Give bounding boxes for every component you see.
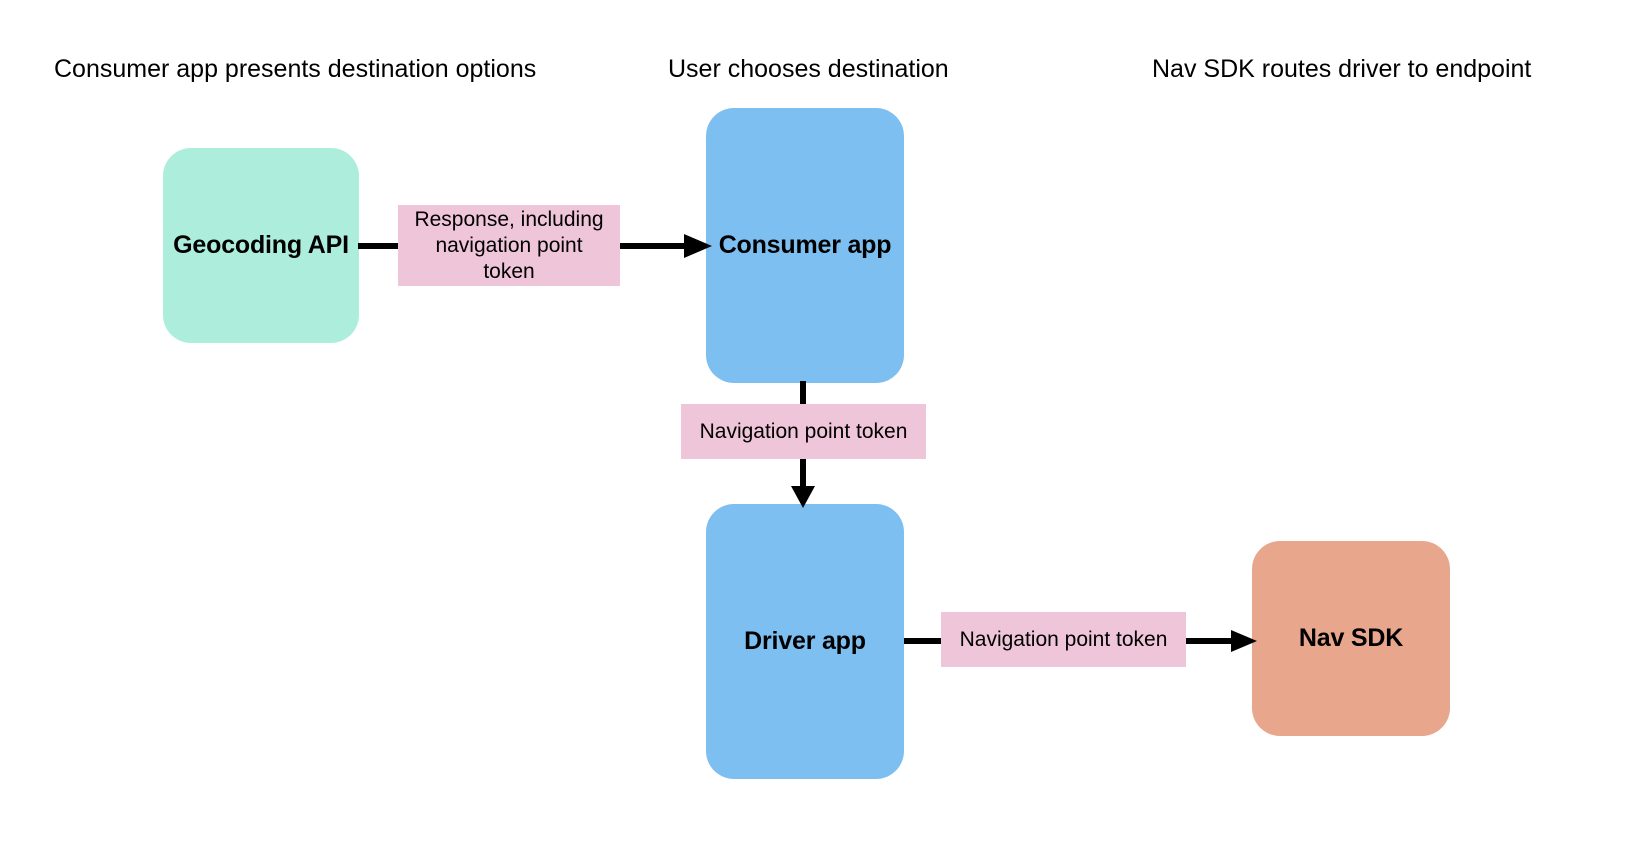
stage-header-consumer-app-presents: Consumer app presents destination option… bbox=[54, 55, 537, 83]
connector-driver-app-to-nav-token-label-2 bbox=[904, 631, 946, 651]
node-nav-sdk[interactable]: Nav SDK bbox=[1252, 541, 1450, 736]
connector-nav-token-label-2-to-nav-sdk bbox=[1183, 627, 1259, 655]
edge-label-navigation-point-token-driver-to-navsdk: Navigation point token bbox=[941, 612, 1186, 667]
stage-header-user-chooses: User chooses destination bbox=[668, 55, 949, 83]
node-nav-sdk-label: Nav SDK bbox=[1298, 624, 1404, 652]
connector-response-label-to-consumer-app bbox=[618, 232, 714, 260]
node-geocoding-api[interactable]: Geocoding API bbox=[163, 148, 359, 343]
node-driver-app[interactable]: Driver app bbox=[706, 504, 904, 779]
edge-label-nav-token-1-text: Navigation point token bbox=[699, 419, 908, 443]
connector-nav-token-label-1-to-driver-app bbox=[789, 456, 817, 510]
node-geocoding-api-label: Geocoding API bbox=[173, 231, 349, 259]
edge-label-response-including-navigation-point-token: Response, including navigation point tok… bbox=[398, 205, 620, 286]
edge-label-nav-token-2-text: Navigation point token bbox=[959, 627, 1168, 651]
stage-header-nav-sdk-routes: Nav SDK routes driver to endpoint bbox=[1152, 55, 1532, 83]
connector-geocoding-api-to-response-label bbox=[358, 236, 404, 256]
edge-label-navigation-point-token-consumer-to-driver: Navigation point token bbox=[681, 404, 926, 459]
edge-label-response-text: Response, including navigation point tok… bbox=[414, 207, 604, 283]
node-consumer-app-label: Consumer app bbox=[718, 231, 892, 259]
node-driver-app-label: Driver app bbox=[744, 627, 866, 655]
node-consumer-app[interactable]: Consumer app bbox=[706, 108, 904, 383]
